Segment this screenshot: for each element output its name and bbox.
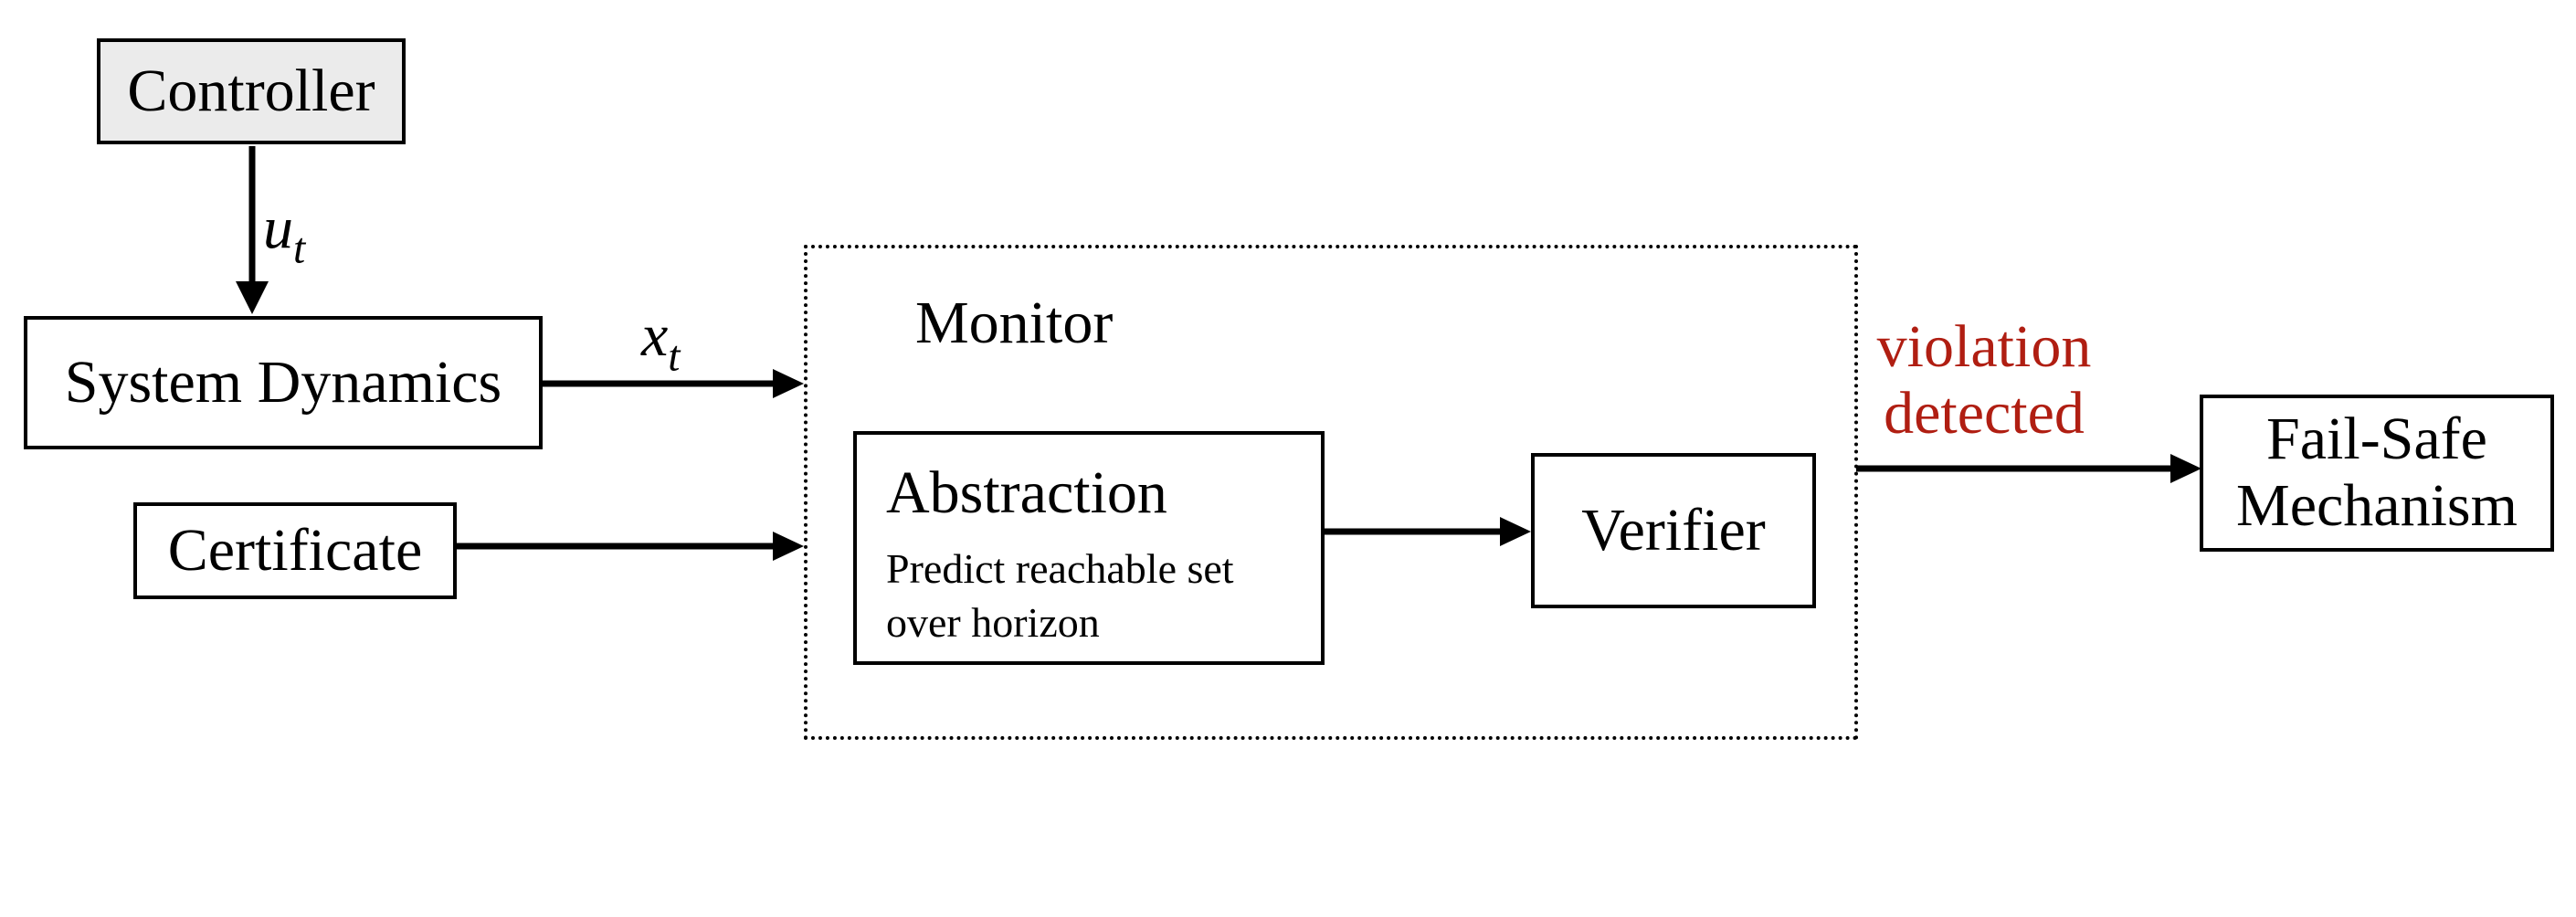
certificate-label: Certificate bbox=[167, 516, 423, 584]
violation-label: violation detected bbox=[1863, 313, 2105, 447]
failsafe-line2: Mechanism bbox=[2236, 472, 2518, 539]
system-dynamics-block: System Dynamics bbox=[24, 316, 543, 449]
violation-line2: detected bbox=[1884, 379, 2085, 447]
certificate-block: Certificate bbox=[133, 502, 457, 599]
system-dynamics-label: System Dynamics bbox=[64, 348, 502, 416]
verifier-block: Verifier bbox=[1531, 453, 1816, 608]
controller-block: Controller bbox=[97, 38, 406, 144]
verifier-label: Verifier bbox=[1581, 496, 1766, 564]
control-input-main: u bbox=[263, 195, 293, 261]
arrowhead-abstraction-to-verifier bbox=[1500, 517, 1531, 546]
state-label: xt bbox=[641, 302, 681, 381]
violation-line1: violation bbox=[1876, 313, 2092, 380]
abstraction-desc-line1: Predict reachable set bbox=[886, 544, 1234, 592]
arrowhead-dynamics-to-monitor bbox=[773, 369, 804, 398]
abstraction-desc-line2: over horizon bbox=[886, 599, 1100, 647]
control-input-sub: t bbox=[293, 225, 306, 273]
failsafe-block: Fail-Safe Mechanism bbox=[2200, 395, 2554, 552]
control-input-label: ut bbox=[263, 195, 305, 273]
failsafe-line1: Fail-Safe bbox=[2266, 406, 2487, 473]
abstraction-title: Abstraction bbox=[886, 459, 1167, 526]
arrowhead-certificate-to-monitor bbox=[773, 532, 804, 561]
arrowhead-monitor-to-failsafe bbox=[2170, 454, 2201, 483]
arrowhead-controller-to-dynamics bbox=[236, 281, 269, 314]
state-sub: t bbox=[668, 332, 681, 381]
controller-label: Controller bbox=[127, 57, 375, 124]
monitor-label: Monitor bbox=[915, 290, 1114, 356]
abstraction-description: Predict reachable set over horizon bbox=[886, 542, 1321, 651]
state-main: x bbox=[641, 302, 669, 369]
abstraction-block: Abstraction Predict reachable set over h… bbox=[853, 431, 1325, 665]
monitor-container bbox=[804, 245, 1858, 740]
